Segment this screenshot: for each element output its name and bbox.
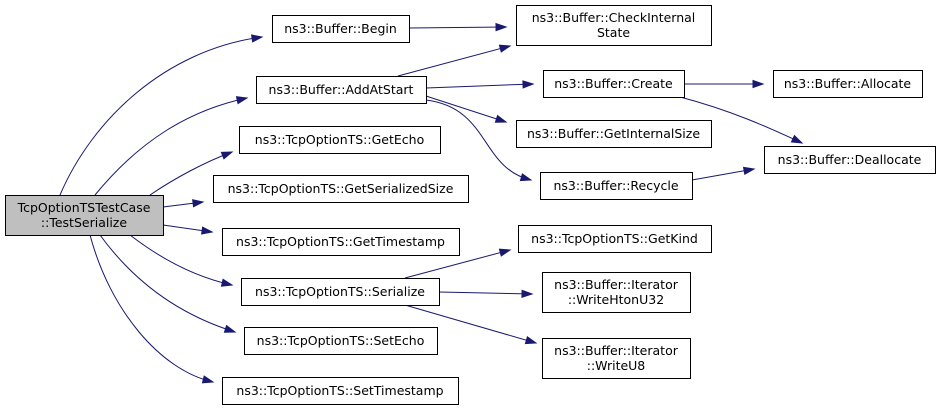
node-label: State bbox=[597, 25, 630, 40]
nodes-layer: TcpOptionTSTestCase::TestSerializens3::B… bbox=[5, 5, 936, 405]
node-addAtStart[interactable]: ns3::Buffer::AddAtStart bbox=[256, 76, 427, 104]
edge-serialize-to-writeU8-arrowhead bbox=[524, 336, 538, 345]
edge-begin-to-checkInternalState-arrowhead bbox=[495, 22, 508, 32]
edge-serialize-to-getKind-arrowhead bbox=[498, 248, 512, 257]
node-box bbox=[241, 278, 440, 306]
node-getTimestamp[interactable]: ns3::TcpOptionTS::GetTimestamp bbox=[222, 228, 460, 256]
node-label: ns3::Buffer::CheckInternal bbox=[532, 10, 696, 25]
edge-create-to-deallocate-arrowhead bbox=[790, 134, 804, 144]
node-box bbox=[516, 120, 712, 148]
edge-begin-to-checkInternalState bbox=[408, 26, 507, 29]
edge-serialize-to-writeHtonU32 bbox=[438, 291, 533, 295]
edge-root-to-addAtStart bbox=[94, 97, 248, 196]
edge-addAtStart-to-checkInternalState bbox=[397, 45, 511, 77]
edge-addAtStart-to-recycle bbox=[425, 99, 532, 181]
node-label: ns3::TcpOptionTS::GetEcho bbox=[255, 132, 424, 147]
node-box bbox=[540, 172, 693, 200]
edge-create-to-allocate-arrowhead bbox=[752, 79, 765, 89]
node-box bbox=[542, 338, 691, 379]
edge-root-to-setEcho bbox=[99, 234, 236, 333]
node-writeU8[interactable]: ns3::Buffer::Iterator::WriteU8 bbox=[542, 338, 691, 379]
edge-create-to-deallocate bbox=[679, 96, 803, 144]
node-getEcho[interactable]: ns3::TcpOptionTS::GetEcho bbox=[239, 126, 441, 154]
edge-root-to-serialize-arrowhead bbox=[220, 278, 234, 287]
edge-addAtStart-to-create-arrowhead bbox=[522, 80, 535, 89]
edge-root-to-setEcho-arrowhead bbox=[223, 324, 237, 333]
node-box bbox=[542, 272, 691, 313]
node-label: ns3::TcpOptionTS::Serialize bbox=[255, 284, 425, 299]
node-label: ns3::Buffer::AddAtStart bbox=[269, 82, 414, 97]
node-allocate[interactable]: ns3::Buffer::Allocate bbox=[773, 70, 923, 98]
node-box bbox=[516, 5, 712, 46]
node-setEcho[interactable]: ns3::TcpOptionTS::SetEcho bbox=[244, 327, 438, 355]
edges-layer bbox=[59, 22, 804, 384]
node-label: ns3::TcpOptionTS::SetTimestamp bbox=[236, 383, 443, 398]
node-label: ns3::Buffer::GetInternalSize bbox=[527, 126, 700, 141]
node-label: ::TestSerialize bbox=[41, 215, 127, 230]
node-deallocate[interactable]: ns3::Buffer::Deallocate bbox=[764, 146, 936, 174]
node-label: ns3::Buffer::Create bbox=[554, 76, 673, 91]
edge-root-to-getSerializedSize-arrowhead bbox=[192, 199, 205, 208]
edge-root-to-begin bbox=[59, 36, 263, 196]
node-box bbox=[272, 15, 410, 43]
node-box bbox=[5, 195, 164, 236]
node-label: ns3::Buffer::Iterator bbox=[554, 277, 679, 292]
edge-addAtStart-to-checkInternalState-arrowhead bbox=[498, 44, 512, 53]
node-label: ::WriteU8 bbox=[587, 358, 646, 373]
edge-serialize-to-writeU8 bbox=[404, 304, 537, 344]
node-label: ns3::TcpOptionTS::GetTimestamp bbox=[236, 234, 445, 249]
edge-serialize-to-writeHtonU32-arrowhead bbox=[521, 289, 534, 298]
edge-root-to-serialize bbox=[129, 234, 233, 286]
node-getSerializedSize[interactable]: ns3::TcpOptionTS::GetSerializedSize bbox=[213, 175, 469, 203]
node-box bbox=[773, 70, 923, 98]
edge-recycle-to-deallocate-arrowhead bbox=[742, 166, 756, 175]
node-label: ns3::Buffer::Begin bbox=[284, 21, 397, 36]
edge-addAtStart-to-recycle-arrowhead bbox=[519, 173, 533, 182]
edge-serialize-to-getKind bbox=[404, 249, 511, 279]
node-serialize[interactable]: ns3::TcpOptionTS::Serialize bbox=[241, 278, 440, 306]
node-root[interactable]: TcpOptionTSTestCase::TestSerialize bbox=[5, 195, 164, 236]
node-label: ::WriteHtonU32 bbox=[568, 292, 664, 307]
edge-root-to-addAtStart-arrowhead bbox=[235, 96, 249, 105]
node-getInternalSize[interactable]: ns3::Buffer::GetInternalSize bbox=[516, 120, 712, 148]
node-label: ns3::Buffer::Deallocate bbox=[778, 152, 922, 167]
node-getKind[interactable]: ns3::TcpOptionTS::GetKind bbox=[518, 225, 712, 253]
node-label: ns3::Buffer::Recycle bbox=[553, 178, 678, 193]
edge-root-to-setTimestamp-arrowhead bbox=[201, 375, 215, 384]
node-label: ns3::TcpOptionTS::GetKind bbox=[531, 231, 698, 246]
edge-root-to-getEcho-arrowhead bbox=[220, 151, 234, 160]
edge-root-to-begin-arrowhead bbox=[251, 34, 264, 43]
node-writeHtonU32[interactable]: ns3::Buffer::Iterator::WriteHtonU32 bbox=[542, 272, 691, 313]
node-label: TcpOptionTSTestCase bbox=[17, 200, 151, 215]
node-box bbox=[239, 126, 441, 154]
node-setTimestamp[interactable]: ns3::TcpOptionTS::SetTimestamp bbox=[222, 377, 459, 405]
edge-root-to-setTimestamp bbox=[89, 234, 214, 383]
node-box bbox=[764, 146, 936, 174]
node-begin[interactable]: ns3::Buffer::Begin bbox=[272, 15, 410, 43]
edge-addAtStart-to-getInternalSize-arrowhead bbox=[494, 114, 508, 123]
node-create[interactable]: ns3::Buffer::Create bbox=[543, 70, 685, 98]
node-box bbox=[256, 76, 427, 104]
node-label: ns3::Buffer::Iterator bbox=[554, 343, 679, 358]
node-label: ns3::TcpOptionTS::GetSerializedSize bbox=[228, 181, 454, 196]
node-box bbox=[222, 377, 459, 405]
node-box bbox=[518, 225, 712, 253]
node-box bbox=[244, 327, 438, 355]
edge-addAtStart-to-create bbox=[425, 83, 534, 89]
edge-root-to-getTimestamp-arrowhead bbox=[201, 226, 214, 235]
node-box bbox=[222, 228, 460, 256]
edge-addAtStart-to-getInternalSize bbox=[425, 95, 507, 123]
node-box bbox=[543, 70, 685, 98]
node-label: ns3::Buffer::Allocate bbox=[784, 76, 912, 91]
node-box bbox=[213, 175, 469, 203]
node-label: ns3::TcpOptionTS::SetEcho bbox=[257, 333, 425, 348]
node-recycle[interactable]: ns3::Buffer::Recycle bbox=[540, 172, 693, 200]
